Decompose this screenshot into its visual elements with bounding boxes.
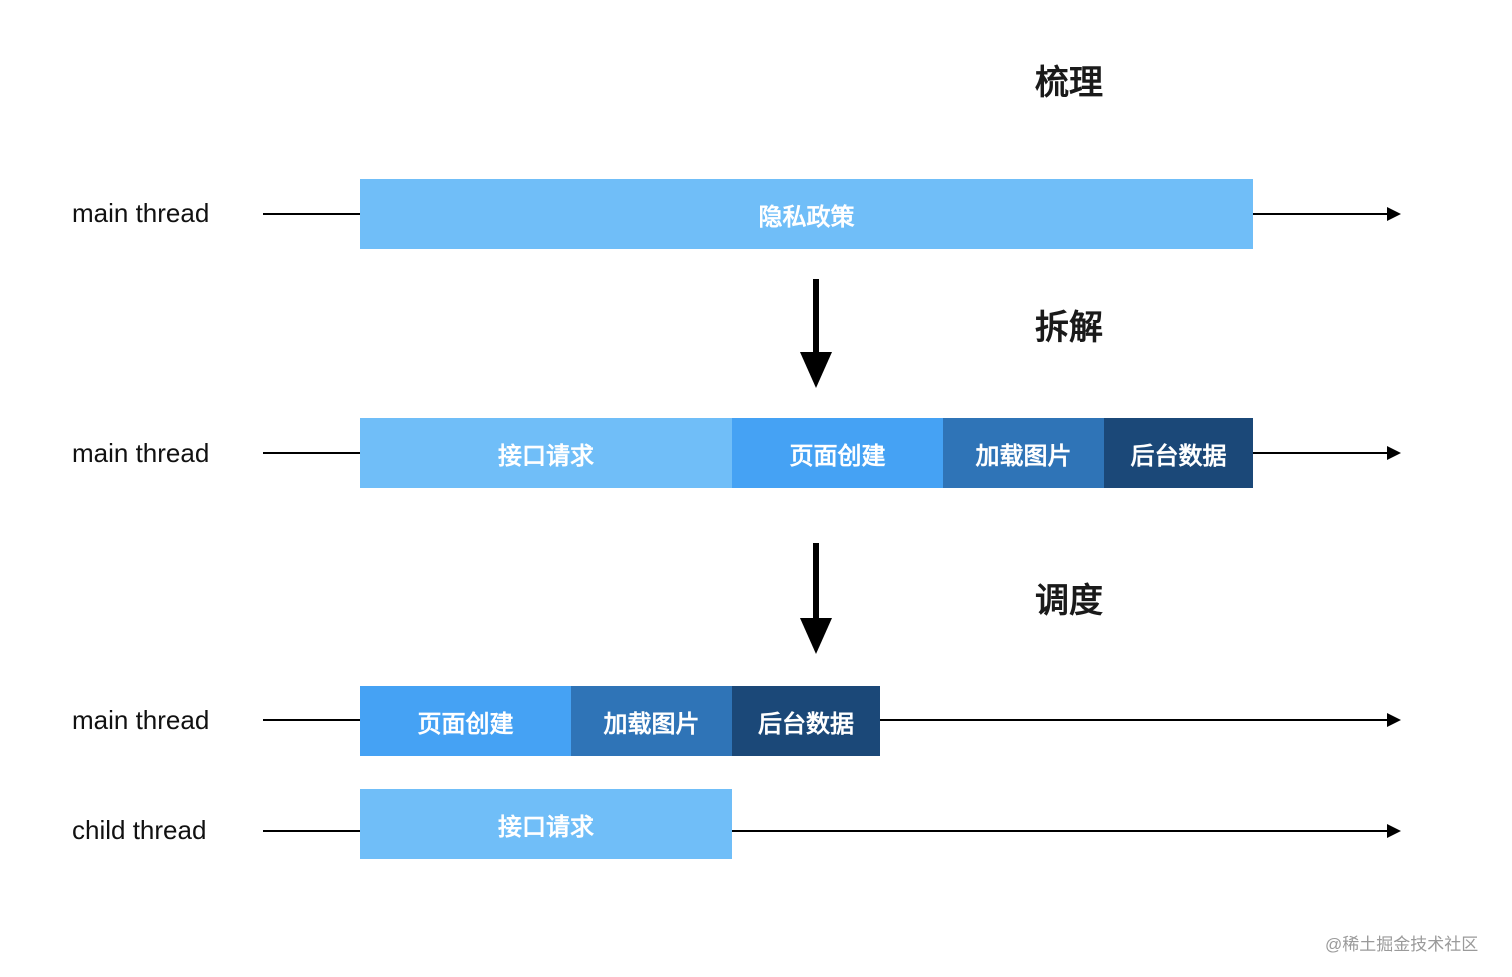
task-block-load-images: 加载图片 [943, 418, 1104, 488]
timeline-line-row4-left [263, 830, 360, 832]
thread-label-row3: main thread [72, 705, 210, 735]
arrow-right-icon [1387, 713, 1401, 727]
stage-label-sort: 梳理 [1035, 64, 1103, 102]
timeline-line-row3-right [880, 719, 1389, 721]
timeline-line-row1-left [263, 213, 360, 215]
down-arrow-shaft-2 [813, 543, 819, 619]
watermark: @稀土掘金技术社区 [1325, 935, 1479, 954]
task-block-background-data: 后台数据 [732, 686, 880, 756]
down-arrow-shaft-1 [813, 279, 819, 353]
thread-label-row4: child thread [72, 815, 207, 845]
thread-label-row1: main thread [72, 198, 210, 228]
timeline-line-row4-right [732, 830, 1389, 832]
arrow-down-icon [800, 352, 832, 388]
thread-label-row2: main thread [72, 438, 210, 468]
arrow-right-icon [1387, 446, 1401, 460]
timeline-line-row3-left [263, 719, 360, 721]
task-block-api-request: 接口请求 [360, 418, 732, 488]
task-block-privacy-policy: 隐私政策 [360, 179, 1253, 249]
task-block-page-create: 页面创建 [732, 418, 943, 488]
task-block-api-request: 接口请求 [360, 789, 732, 859]
arrow-right-icon [1387, 207, 1401, 221]
task-block-page-create: 页面创建 [360, 686, 571, 756]
arrow-right-icon [1387, 824, 1401, 838]
timeline-line-row2-right [1253, 452, 1389, 454]
task-block-background-data: 后台数据 [1104, 418, 1253, 488]
arrow-down-icon [800, 618, 832, 654]
task-block-load-images: 加载图片 [571, 686, 732, 756]
timeline-line-row2-left [263, 452, 360, 454]
timeline-line-row1-right [1253, 213, 1389, 215]
stage-label-schedule: 调度 [1035, 582, 1103, 620]
stage-label-split: 拆解 [1035, 309, 1103, 347]
